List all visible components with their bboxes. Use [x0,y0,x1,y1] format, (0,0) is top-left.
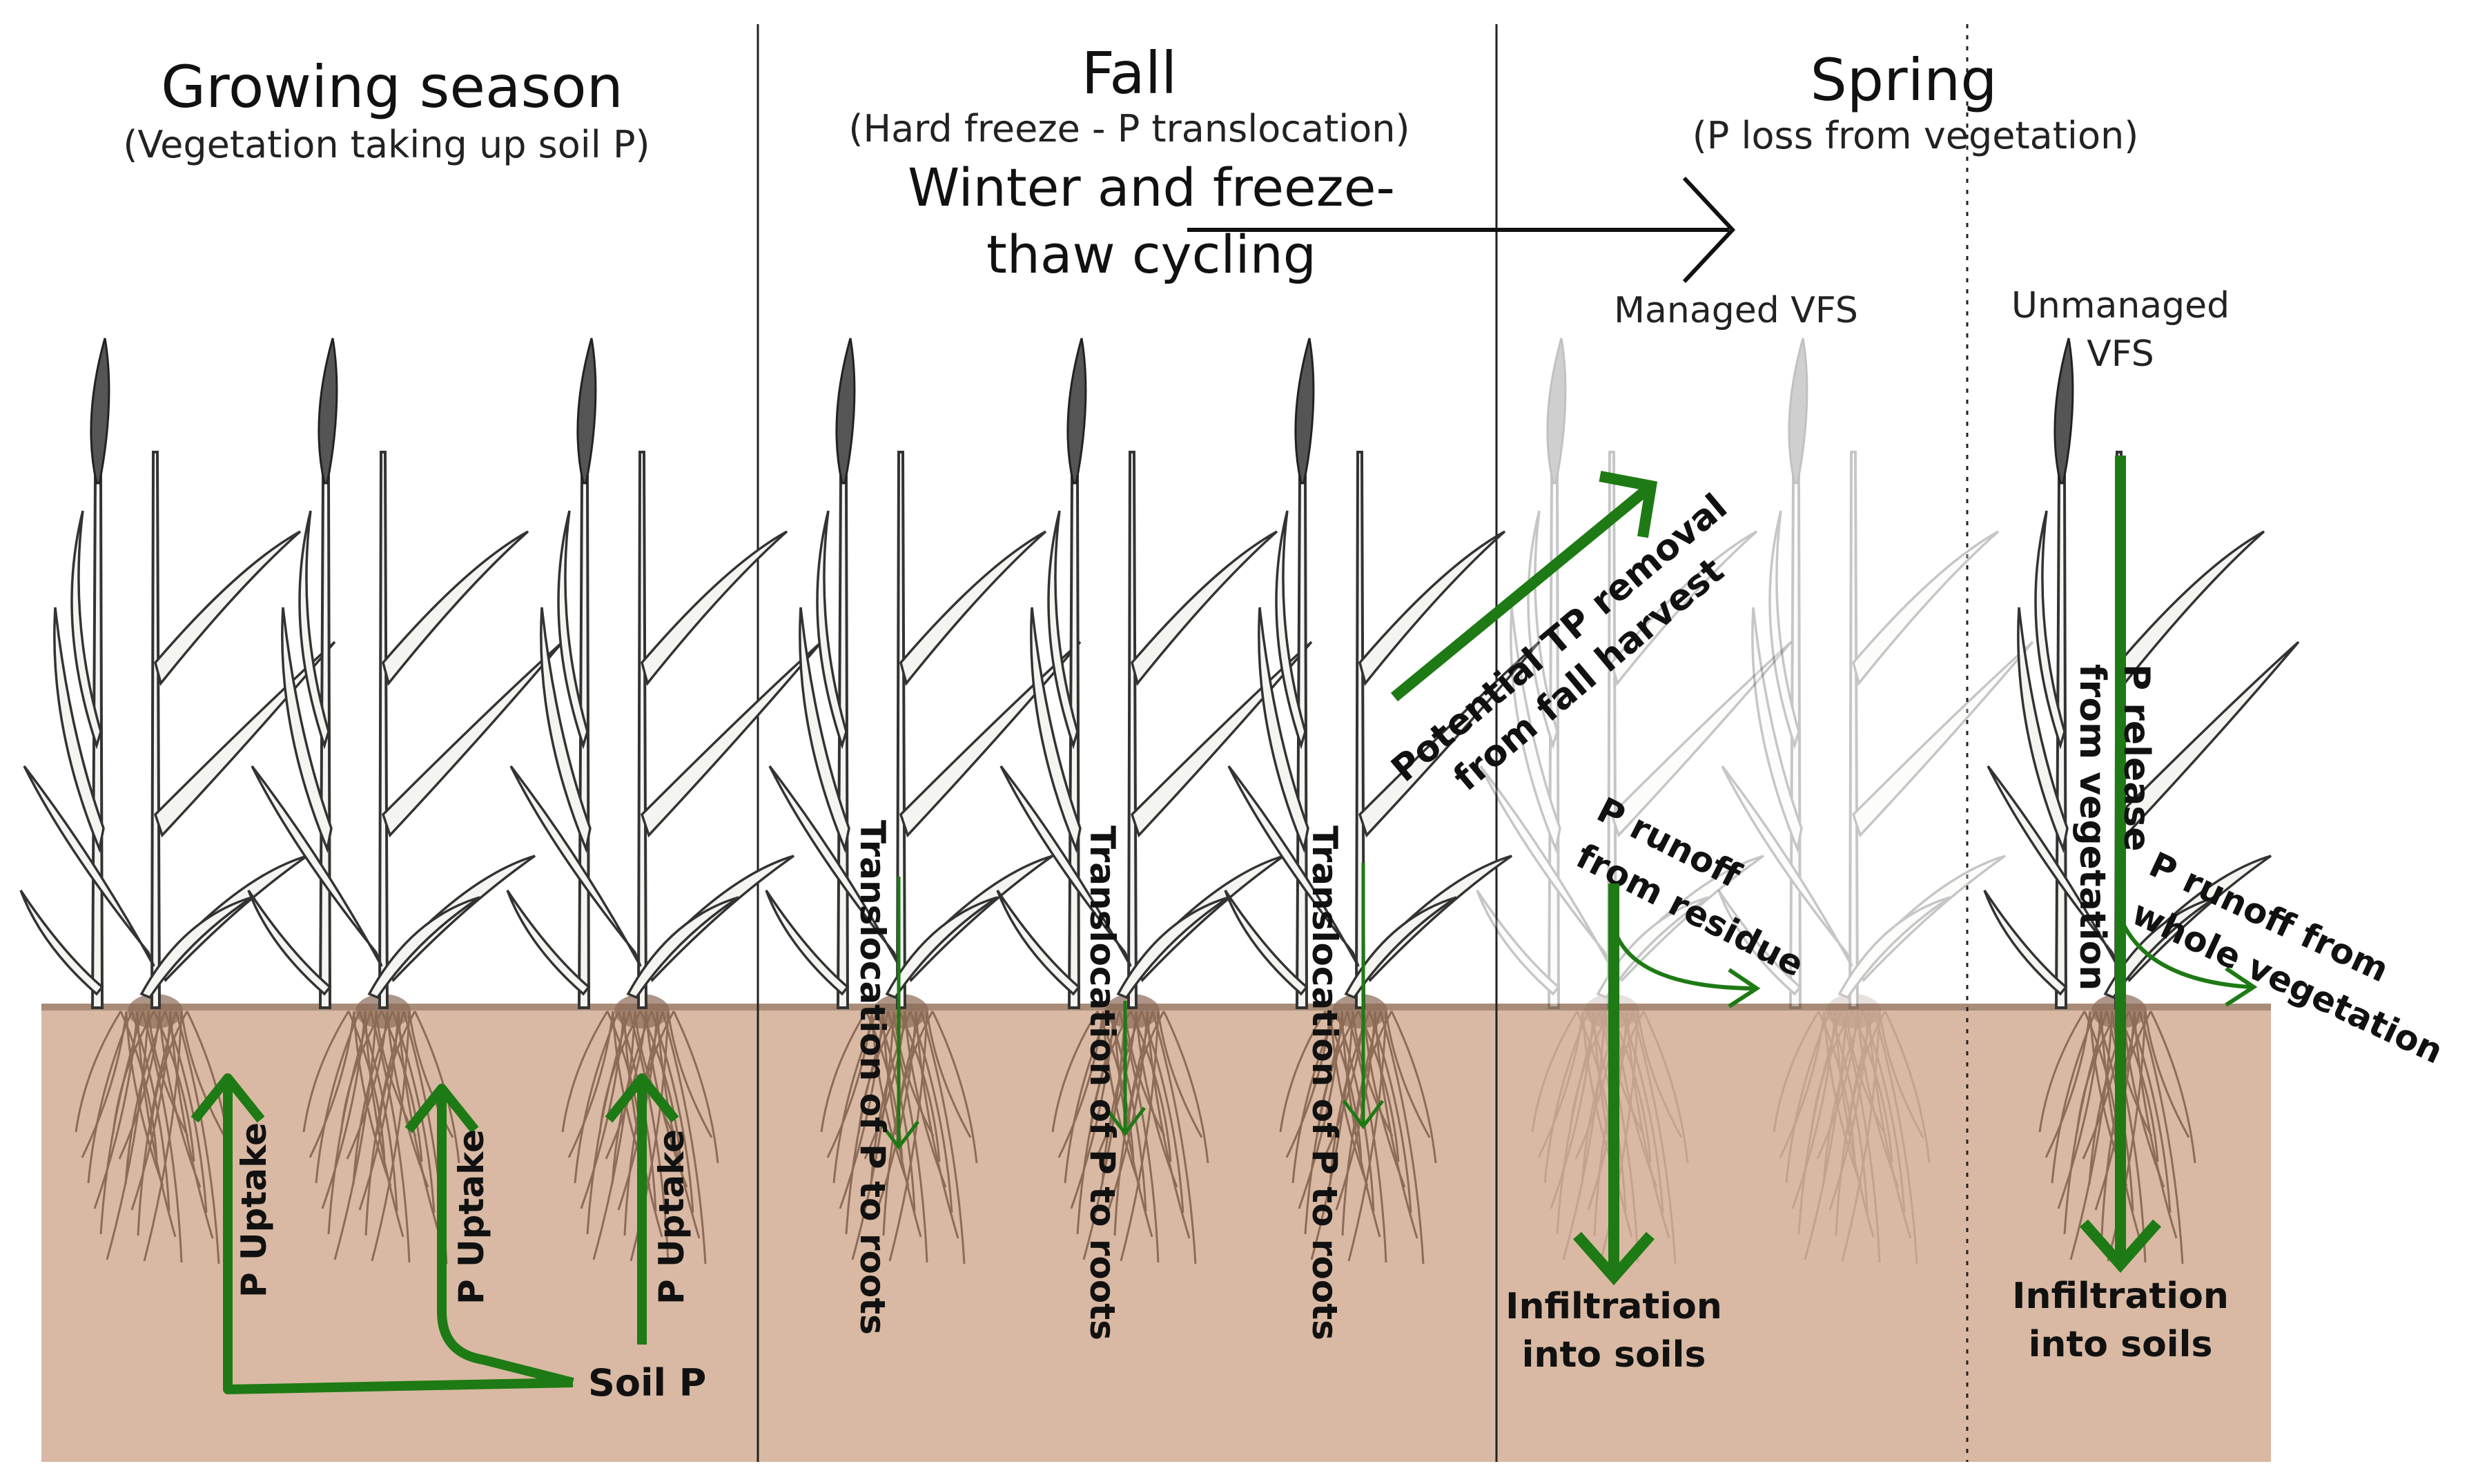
unmanaged-release-arrow [2080,456,2161,1273]
whole-vegetation-runoff-arrow [2118,917,2258,1007]
leaves [765,510,1082,999]
residue-runoff-arrow [1613,930,1761,1008]
translocation-label-1: Translocation of P to roots [852,820,892,1335]
growing-season-title: Growing season [161,53,623,121]
spring-subtitle: (P loss from vegetation) [1692,114,2139,157]
translocation-label-2: Translocation of P to roots [1082,826,1122,1340]
seed-head [576,338,597,485]
seed-head [2053,338,2074,485]
leaves [996,510,1313,999]
unmanaged-vfs-label-line2: VFS [2087,333,2154,375]
winter-label-line1: Winter and freeze- [908,157,1395,218]
soil-p-label: Soil P [588,1361,706,1405]
seed-head [835,338,856,485]
managed-infiltration-line1: Infiltration [1505,1286,1722,1327]
plant-managed-2 [1717,338,2034,1265]
unmanaged-infiltration-line1: Infiltration [2012,1276,2229,1317]
fall-subtitle: (Hard freeze - P translocation) [848,107,1409,150]
leaves [1224,510,1541,999]
plant-growing-2 [247,338,564,1265]
release-label-line1: P release [2116,664,2157,852]
roots [820,1011,978,1265]
seed-head [90,338,110,485]
managed-infiltration-arrow [1573,883,1655,1286]
stems [1788,451,1860,1009]
seed-head [1788,338,1808,485]
roots [1279,1011,1437,1265]
fall-title: Fall [1082,39,1178,107]
plant-growing-3 [506,338,823,1265]
seed-head [1546,338,1567,485]
leaves [247,510,564,999]
roots [75,1011,233,1265]
translocation-label-3: Translocation of P to roots [1305,826,1345,1340]
winter-arrow [1187,176,1736,284]
growing-season-subtitle: (Vegetation taking up soil P) [123,123,650,166]
roots [1773,1011,1931,1265]
plant-fall-3 [1224,338,1541,1265]
p-uptake-label-2: P Uptake [451,1129,491,1305]
seed-head [1294,338,1315,485]
plant-unmanaged-1 [1983,338,2300,1265]
spring-title: Spring [1810,46,1997,114]
seed-head [1066,338,1087,485]
unmanaged-infiltration-line2: into soils [2029,1324,2213,1365]
translocation-arrows [878,863,1384,1151]
seed-head [318,338,338,485]
winter-label-line2: thaw cycling [986,224,1316,285]
unmanaged-vfs-label-line1: Unmanaged [2011,285,2230,326]
release-label-line2: from vegetation [2071,664,2113,990]
p-uptake-label-3: P Uptake [652,1129,692,1305]
managed-vfs-label: Managed VFS [1614,290,1858,331]
p-uptake-label-1: P Uptake [234,1122,274,1298]
plants-group [19,338,2300,1265]
leaves [19,510,336,999]
managed-infiltration-line2: into soils [1522,1334,1706,1376]
leaves [1717,510,2034,999]
leaves [506,510,823,999]
harvest-removal-arrow [1390,471,1658,702]
p-uptake-arrows [191,1073,679,1394]
